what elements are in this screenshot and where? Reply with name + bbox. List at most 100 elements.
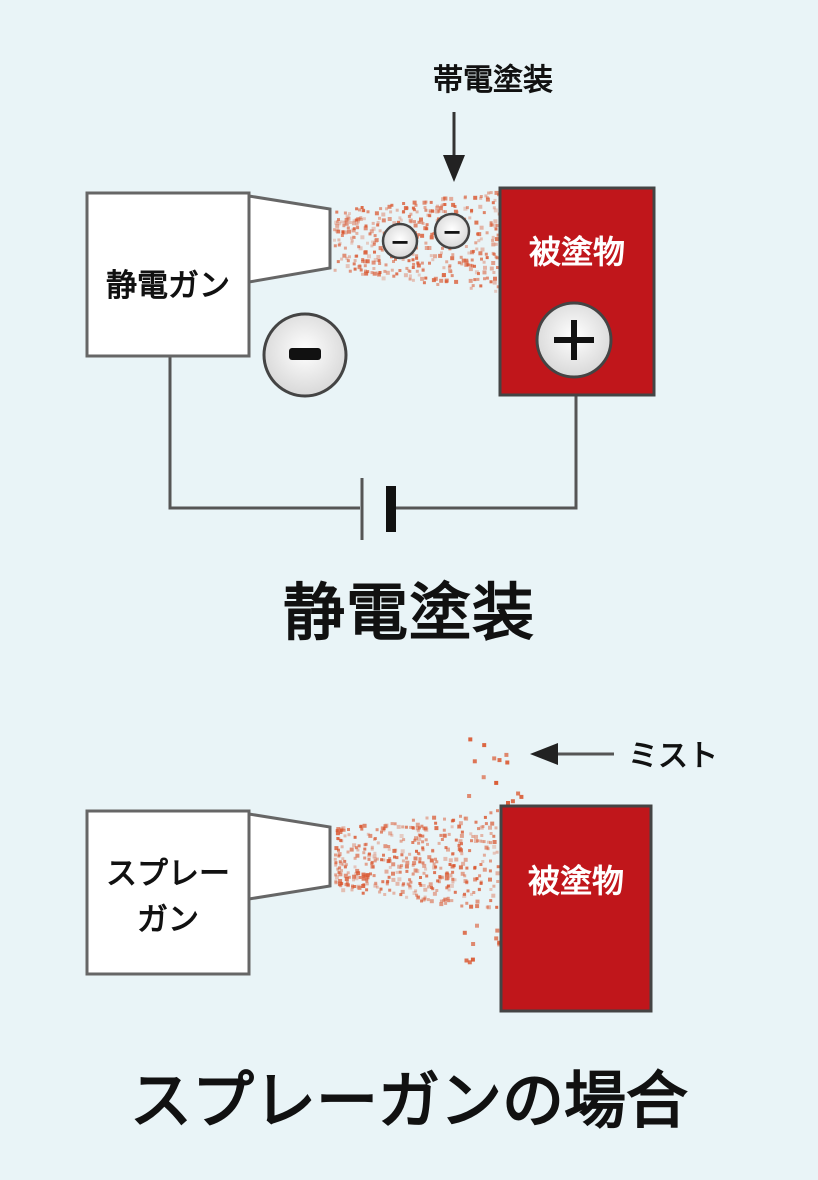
paint-particle bbox=[360, 206, 364, 209]
paint-particle bbox=[481, 860, 485, 863]
paint-particle bbox=[485, 197, 490, 202]
paint-particle bbox=[463, 206, 468, 211]
paint-particle bbox=[384, 869, 389, 874]
paint-particle bbox=[476, 839, 480, 843]
paint-particle bbox=[470, 258, 474, 262]
paint-particle bbox=[474, 241, 478, 245]
paint-particle bbox=[356, 848, 360, 852]
paint-particle bbox=[343, 865, 347, 869]
paint-particle bbox=[440, 204, 444, 208]
paint-particle bbox=[473, 865, 477, 869]
paint-particle bbox=[372, 854, 377, 859]
paint-particle bbox=[477, 272, 480, 276]
paint-particle bbox=[373, 234, 377, 238]
paint-particle bbox=[432, 891, 437, 896]
paint-particle bbox=[417, 233, 421, 237]
paint-particle bbox=[497, 758, 502, 763]
paint-particle bbox=[371, 260, 376, 265]
paint-particle bbox=[482, 743, 487, 748]
paint-particle bbox=[422, 863, 427, 868]
paint-particle bbox=[485, 276, 489, 280]
paint-particle bbox=[415, 254, 419, 258]
paint-particle bbox=[358, 876, 362, 879]
paint-particle bbox=[436, 204, 439, 208]
paint-particle bbox=[337, 852, 342, 857]
paint-particle bbox=[421, 861, 425, 865]
paint-particle bbox=[450, 274, 454, 278]
paint-particle bbox=[415, 822, 420, 827]
paint-particle bbox=[352, 874, 357, 879]
paint-particle bbox=[338, 241, 342, 245]
paint-particle bbox=[439, 833, 443, 837]
spray-gun-diagram: スプレー ガン ミスト 被塗物 bbox=[85, 737, 718, 1013]
particle-minus-sign: − bbox=[442, 218, 462, 246]
paint-particle bbox=[459, 833, 464, 838]
battery-short-plate bbox=[386, 486, 396, 532]
paint-particle bbox=[432, 862, 436, 866]
paint-particle bbox=[339, 831, 343, 834]
paint-particle bbox=[414, 203, 418, 207]
paint-particle bbox=[336, 867, 340, 871]
paint-particle bbox=[428, 261, 431, 265]
paint-particle bbox=[421, 846, 425, 850]
paint-particle bbox=[495, 224, 499, 227]
paint-particle bbox=[469, 904, 474, 909]
paint-particle bbox=[363, 250, 368, 255]
paint-particle bbox=[495, 850, 499, 854]
paint-particle bbox=[411, 206, 415, 210]
paint-particle bbox=[360, 208, 365, 213]
paint-particle bbox=[354, 846, 358, 850]
paint-particle bbox=[383, 844, 388, 849]
paint-particle bbox=[385, 882, 389, 886]
paint-particle bbox=[428, 214, 432, 218]
paint-particle bbox=[436, 879, 440, 883]
paint-particle bbox=[449, 196, 454, 201]
paint-particle bbox=[424, 208, 428, 212]
paint-particle bbox=[481, 825, 485, 828]
paint-particle bbox=[467, 960, 472, 965]
paint-particle bbox=[372, 874, 376, 878]
paint-particle bbox=[393, 855, 396, 859]
paint-particle bbox=[341, 863, 345, 867]
paint-particle bbox=[479, 237, 483, 241]
paint-particle bbox=[367, 852, 371, 856]
paint-particle bbox=[336, 229, 341, 234]
paint-particle bbox=[357, 844, 361, 848]
paint-particle bbox=[464, 258, 469, 263]
paint-particle bbox=[489, 859, 492, 863]
paint-particle bbox=[352, 878, 355, 882]
paint-particle bbox=[436, 283, 440, 286]
paint-particle bbox=[400, 853, 404, 857]
paint-particle bbox=[461, 258, 466, 263]
paint-particle bbox=[421, 222, 425, 225]
paint-particle bbox=[334, 881, 338, 885]
paint-particle bbox=[424, 241, 428, 245]
paint-particle bbox=[491, 261, 496, 265]
paint-particle bbox=[366, 210, 370, 214]
paint-particle bbox=[361, 872, 366, 877]
paint-particle bbox=[399, 218, 403, 222]
paint-particle bbox=[385, 270, 390, 275]
paint-particle bbox=[340, 869, 343, 873]
paint-particle bbox=[402, 202, 406, 205]
paint-particle bbox=[413, 838, 417, 842]
paint-particle bbox=[403, 206, 408, 211]
paint-particle bbox=[463, 195, 467, 199]
paint-particle bbox=[415, 893, 419, 897]
paint-particle bbox=[368, 833, 373, 838]
paint-particle bbox=[494, 237, 499, 242]
paint-particle bbox=[367, 853, 372, 858]
paint-particle bbox=[415, 256, 419, 260]
paint-particle bbox=[347, 833, 351, 837]
paint-particle bbox=[465, 901, 469, 905]
paint-particle bbox=[479, 195, 483, 198]
paint-particle bbox=[405, 860, 410, 865]
paint-particle bbox=[400, 849, 405, 854]
plus-sign-v bbox=[571, 320, 577, 360]
paint-particle bbox=[343, 859, 347, 863]
paint-particle bbox=[407, 214, 411, 218]
paint-particle bbox=[425, 227, 429, 231]
paint-particle bbox=[489, 221, 493, 225]
paint-particle bbox=[444, 876, 449, 881]
callout-arrow-head bbox=[443, 155, 465, 182]
